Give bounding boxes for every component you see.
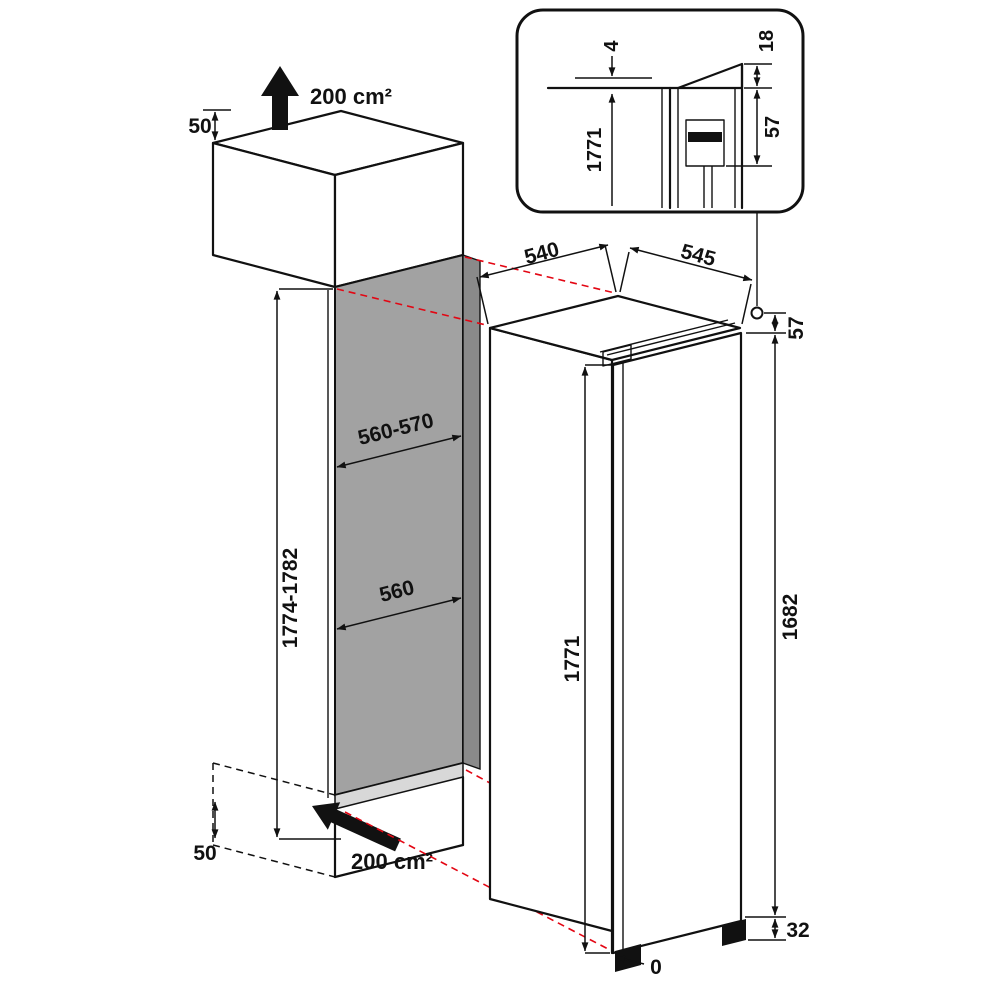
- dim-plinth: 32: [786, 919, 809, 942]
- dim-floor-level: 0: [650, 956, 662, 979]
- appliance-foot-front: [615, 944, 641, 972]
- niche-back-panel: [334, 253, 464, 797]
- dim-top-depth: 545: [678, 240, 718, 271]
- vent-bottom-label: 200 cm²: [351, 849, 433, 874]
- vent-top-label: 200 cm²: [310, 84, 392, 109]
- inset-frame: [515, 8, 805, 214]
- appliance: 540 545 57 1771 1682 32 0: [476, 238, 810, 979]
- corner-detail-marker: [750, 306, 764, 320]
- dim-top-width: 540: [522, 238, 562, 269]
- dim-inset-depth: 57: [762, 116, 784, 138]
- dim-niche-height: 1774-1782: [279, 548, 302, 648]
- niche-side-edge: [462, 254, 481, 770]
- dim-top-recess: 57: [785, 316, 808, 339]
- dim-door-height: 1682: [779, 594, 802, 641]
- dim-appliance-height: 1771: [561, 635, 584, 682]
- dim-inset-gap: 4: [601, 40, 623, 52]
- dim-clearance-top: 50: [188, 115, 211, 138]
- vent-arrow-up-icon: [261, 66, 299, 130]
- dim-clearance-bottom: 50: [193, 842, 216, 865]
- dim-inset-height: 1771: [584, 128, 606, 173]
- detail-inset: 4 1771 18 57: [515, 8, 805, 306]
- cabinet-niche: 50 1774-1782 560-570 560 50 200 cm² 200 …: [188, 66, 481, 879]
- dim-inset-top: 18: [756, 30, 778, 52]
- vent-arrow-up-left-icon: [312, 802, 401, 852]
- appliance-foot-rear: [722, 919, 746, 946]
